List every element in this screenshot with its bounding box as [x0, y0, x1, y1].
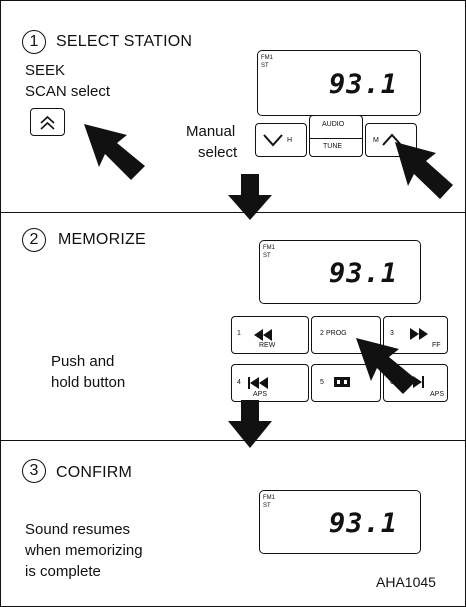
- tune-down-letter: H: [287, 137, 293, 144]
- double-chevron-up-icon: [40, 115, 55, 130]
- tune-down-button[interactable]: H: [255, 123, 307, 157]
- preset-button-4[interactable]: 4 APS: [231, 364, 309, 402]
- fast-forward-icon: [410, 328, 428, 340]
- preset-3-label: FF: [432, 342, 441, 349]
- band-indicator: FM1: [263, 245, 275, 251]
- preset-2-number: 2: [320, 330, 324, 337]
- frequency-readout: 93.1: [328, 69, 398, 100]
- step-3-number: 3: [22, 459, 46, 483]
- chevron-up-icon: [382, 133, 402, 146]
- stereo-indicator: ST: [263, 503, 271, 509]
- chevron-down-icon: [263, 134, 283, 147]
- press-arrow-icon: [83, 123, 146, 181]
- step-1-number: 1: [22, 30, 46, 54]
- preset-1-number: 1: [237, 330, 241, 337]
- skip-back-icon: [248, 377, 268, 389]
- seek-scan-button[interactable]: [30, 108, 65, 136]
- tape-icon: [334, 377, 350, 387]
- tune-label: TUNE: [323, 143, 343, 150]
- step-2-number: 2: [22, 228, 46, 252]
- seek-label: SEEK: [25, 62, 66, 79]
- preset-5-number: 5: [320, 379, 324, 386]
- radio-display-1: FM1 ST 93.1: [257, 50, 421, 116]
- preset-4-number: 4: [237, 379, 241, 386]
- step-3-title: CONFIRM: [56, 464, 133, 481]
- instruction-line1: Push and: [51, 353, 115, 370]
- down-arrow-icon: [228, 174, 272, 220]
- section-divider-2: [0, 440, 466, 441]
- stereo-indicator: ST: [263, 253, 271, 259]
- preset-1-label: REW: [259, 342, 276, 349]
- down-arrow-icon: [228, 400, 272, 448]
- tune-up-letter: M: [373, 137, 379, 144]
- preset-4-label: APS: [253, 391, 268, 398]
- radio-display-3: FM1 ST 93.1: [259, 490, 421, 554]
- frequency-readout: 93.1: [328, 508, 398, 539]
- section-divider-1: [0, 212, 466, 213]
- band-indicator: FM1: [263, 495, 275, 501]
- rewind-icon: [254, 329, 272, 341]
- preset-button-2[interactable]: 2 PROG: [311, 316, 381, 354]
- frequency-readout: 93.1: [328, 258, 398, 289]
- scan-select-label: SCAN select: [25, 83, 111, 100]
- preset-button-1[interactable]: 1 REW: [231, 316, 309, 354]
- press-arrow-icon: [356, 338, 417, 394]
- confirm-text-line3: is complete: [25, 563, 101, 580]
- audio-tune-knob[interactable]: AUDIO TUNE: [309, 115, 363, 157]
- manual-select-label-line2: select: [198, 144, 238, 161]
- confirm-text-line1: Sound resumes: [25, 521, 131, 538]
- figure-code: AHA1045: [376, 574, 436, 590]
- knob-divider: [310, 138, 362, 139]
- audio-label: AUDIO: [322, 121, 345, 128]
- confirm-text-line2: when memorizing: [25, 542, 143, 559]
- preset-2-label: PROG: [326, 330, 347, 337]
- radio-display-2: FM1 ST 93.1: [259, 240, 421, 304]
- step-2-title: MEMORIZE: [58, 231, 146, 248]
- step-1-title: SELECT STATION: [56, 33, 193, 50]
- press-arrow-icon: [395, 142, 453, 199]
- preset-6-label: APS: [430, 391, 445, 398]
- preset-3-number: 3: [390, 330, 394, 337]
- preset-button-3[interactable]: 3 FF: [383, 316, 448, 354]
- instruction-line2: hold button: [51, 374, 126, 391]
- stereo-indicator: ST: [261, 63, 269, 69]
- manual-select-label-line1: Manual: [186, 123, 236, 140]
- band-indicator: FM1: [261, 55, 273, 61]
